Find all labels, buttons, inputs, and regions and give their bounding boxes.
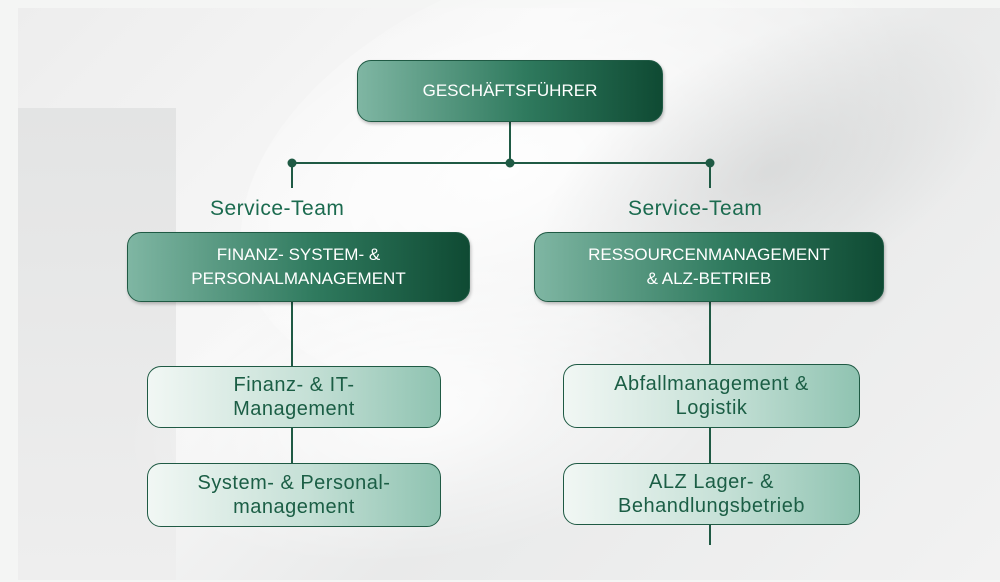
left-team-label: Service-Team (210, 197, 345, 220)
right-team-header-node: RESSOURCENMANAGEMENT & ALZ-BETRIEB (534, 232, 884, 302)
left-unit-label-2: System- & Personal- management (197, 472, 391, 518)
left-unit-label-1: Finanz- & IT- Management (233, 374, 355, 420)
right-team-header-label: RESSOURCENMANAGEMENT & ALZ-BETRIEB (588, 245, 830, 288)
right-unit-node-1: Abfallmanagement & Logistik (563, 364, 860, 428)
left-unit-node-1: Finanz- & IT- Management (147, 366, 441, 428)
left-junction-dot (287, 158, 297, 168)
right-junction-dot (705, 158, 715, 168)
left-team-header-node: FINANZ- SYSTEM- & PERSONALMANAGEMENT (127, 232, 470, 302)
right-team-label: Service-Team (628, 197, 763, 220)
right-unit-label-1: Abfallmanagement & Logistik (614, 373, 809, 419)
root-node-geschaeftsfuehrer: GESCHÄFTSFÜHRER (357, 60, 663, 122)
left-team-header-label: FINANZ- SYSTEM- & PERSONALMANAGEMENT (191, 245, 406, 288)
right-unit-label-2: ALZ Lager- & Behandlungsbetrieb (618, 471, 805, 517)
center-junction-dot (505, 158, 515, 168)
root-node-label: GESCHÄFTSFÜHRER (422, 81, 598, 100)
right-unit-node-2: ALZ Lager- & Behandlungsbetrieb (563, 463, 860, 525)
left-unit-node-2: System- & Personal- management (147, 463, 441, 527)
